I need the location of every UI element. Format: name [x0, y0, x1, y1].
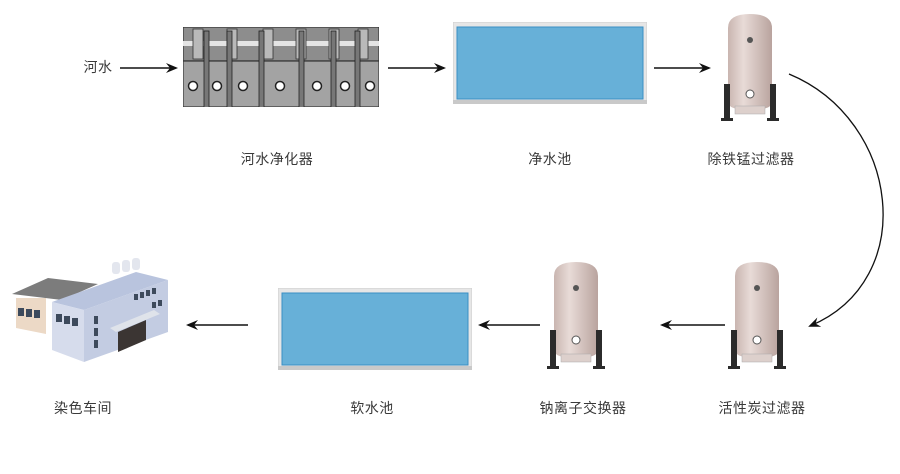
node-label-river-purifier: 河水净化器 [240, 152, 314, 168]
water-pool-icon [452, 21, 648, 105]
water-pool-icon [277, 287, 473, 371]
activated-carbon-filter-node [727, 258, 787, 374]
filter-tank-icon [728, 262, 786, 369]
dyeing-workshop-node [8, 258, 168, 372]
filter-tank-icon [721, 14, 779, 121]
iron-manganese-filter-node [720, 10, 780, 126]
sodium-ion-exchanger-node [546, 258, 606, 374]
soft-water-pool-node [277, 287, 473, 374]
clean-pool-node [452, 21, 648, 108]
node-label-dyeing-workshop: 染色车间 [54, 401, 112, 417]
purifier-icon [182, 26, 380, 116]
input-label-river-water: 河水 [83, 60, 113, 76]
factory-building-icon [12, 258, 168, 362]
node-label-iron-manganese-filter: 除铁锰过滤器 [707, 152, 795, 168]
node-label-activated-carbon-filter: 活性炭过滤器 [718, 401, 806, 417]
node-label-clean-pool: 净水池 [528, 152, 572, 168]
node-label-sodium-ion-exchanger: 钠离子交换器 [539, 401, 627, 417]
exchanger-tank-icon [547, 262, 605, 369]
arrow-iron-filter-to-carbon-filter [788, 73, 884, 327]
node-label-soft-water-pool: 软水池 [350, 401, 394, 417]
river-purifier-node [182, 26, 380, 116]
